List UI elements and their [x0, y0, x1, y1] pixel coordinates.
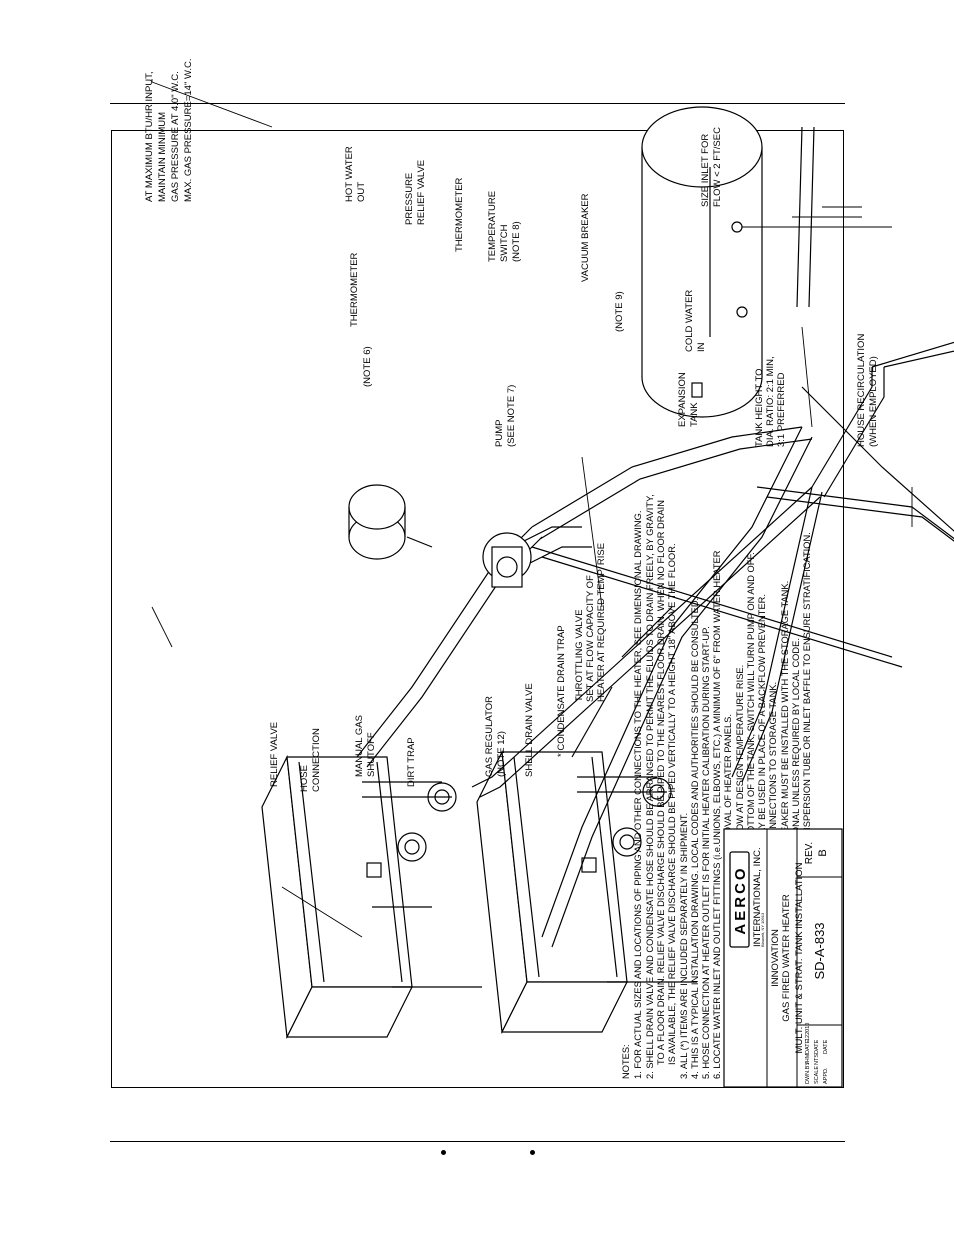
label-condensate-drain-trap: * CONDENSATE DRAIN TRAP: [556, 625, 567, 757]
note-line: 5. HOSE CONNECTION AT HEATER OUTLET IS F…: [701, 626, 711, 1079]
pump-body: [482, 532, 532, 588]
heater-unit-2: [476, 749, 697, 1035]
label-throttling-valve-1: THROTTLING VALVE: [574, 609, 585, 702]
label-pump-2: (SEE NOTE 7): [506, 385, 517, 447]
storage-tank-body: [641, 106, 763, 418]
label-hose-connection-2: CONNECTION: [311, 728, 322, 792]
date-value: 122010: [805, 1023, 811, 1041]
label-cold-water-in-1: COLD WATER: [684, 290, 695, 352]
label-thermometer-pipe: THERMOMETER: [349, 252, 360, 327]
product-name: INNOVATION: [770, 929, 781, 987]
gas-input-line-3: GAS PRESSURE AT 4.0" W.C.: [170, 71, 181, 202]
label-dirt-trap: DIRT TRAP: [406, 737, 417, 787]
note-line: 8. MOUNT TEMPERATURE SWITCH 1/3 UP FROM …: [746, 552, 756, 1079]
label-expansion-tank-1: EXPANSION: [677, 372, 688, 427]
drawing-desc-2: MULT. UNIT & STRAT. TANK INSTALLATION: [794, 862, 805, 1053]
hot-supply-piping: [471, 326, 954, 798]
label-note9: (NOTE 9): [614, 291, 625, 332]
top-rule: [110, 103, 845, 104]
label-thermometer-tank: THERMOMETER: [454, 177, 465, 252]
label-tank-height-2: DIA. RATIO: 2:1 MIN,: [765, 356, 776, 447]
drawing-art: [151, 79, 954, 1040]
drawing-number: SD-A-833: [812, 922, 827, 979]
label-manual-gas-shutoff-2: SHUTOFF: [366, 732, 377, 777]
company-name: INTERNATIONAL, INC.: [752, 847, 763, 947]
drawn-by-value: JHM: [805, 1053, 811, 1065]
note-line: IS AVAILABLE, THE RELIEF VALVE DISCHARGE…: [667, 543, 677, 1065]
label-relief-valve: RELIEF VALVE: [269, 722, 280, 787]
notes-heading: NOTES:: [621, 1044, 631, 1079]
label-temperature-switch-2: SWITCH: [499, 224, 510, 262]
label-temperature-switch-1: TEMPERATURE: [487, 191, 498, 262]
label-note6: (NOTE 6): [362, 346, 373, 387]
expansion-tank-body: [348, 484, 433, 560]
label-throttling-valve-2: SET AT FLOW CAPACITY OF: [585, 575, 596, 702]
note-line: TO A FLOOR DRAIN. RELIEF VALVE DISCHARGE…: [656, 500, 666, 1065]
label-pump-1: PUMP: [494, 420, 505, 447]
callout-labels: AT MAXIMUM BTU/HR INPUT, MAINTAIN MINIMU…: [144, 58, 879, 792]
leader-lines: [151, 79, 913, 938]
label-expansion-tank-2: TANK: [689, 402, 700, 427]
label-vacuum-breaker: VACUUM BREAKER: [580, 193, 591, 282]
company-address: Blauvelt, NY 10913: [760, 912, 765, 947]
gas-input-line-4: MAX. GAS PRESSURE=14" W.C.: [183, 58, 194, 202]
heater-unit-1: [261, 754, 482, 1040]
date-label: DATE: [805, 1039, 811, 1054]
label-hot-water-out-1: HOT WATER: [344, 146, 355, 202]
title-block: AERCO INTERNATIONAL, INC. Blauvelt, NY 1…: [723, 828, 843, 1088]
label-house-recirc-2: (WHEN EMPLOYED): [868, 356, 879, 447]
note-line: 3. ALL (*) ITEMS ARE INCLUDED SEPARATELY…: [679, 813, 689, 1079]
label-hose-connection-1: HOSE: [299, 765, 310, 792]
drawing-frame: [111, 130, 844, 1088]
scale-value: NTS: [814, 1054, 820, 1065]
label-hot-water-out-2: OUT: [356, 182, 367, 202]
label-cold-water-in-2: IN: [696, 342, 707, 352]
note-line: 13. STORAGE TANK MUST INCLUDE EITHER AN …: [802, 532, 812, 1079]
rev-value: B: [817, 849, 829, 856]
label-pressure-relief-valve-1: PRESSURE: [404, 173, 415, 225]
label-pressure-relief-valve-2: RELIEF VALVE: [416, 160, 427, 225]
rev-label: REV.: [804, 842, 815, 864]
note-line: 2. SHELL DRAIN VALVE AND CONDENSATE HOSE…: [645, 494, 655, 1079]
label-size-inlet-1: SIZE INLET FOR: [700, 134, 711, 207]
label-throttling-valve-3: HEATER AT REQUIRED TEMP. RISE: [596, 543, 607, 702]
drawn-by-label: DWN.BY: [805, 1062, 811, 1084]
note-line: 4. THIS IS A TYPICAL INSTALLATION DRAWIN…: [690, 598, 700, 1079]
label-manual-gas-shutoff-1: MANUAL GAS: [354, 715, 365, 777]
bottom-rule: [110, 1141, 845, 1142]
label-gas-regulator-2: (NOTE 12): [496, 731, 507, 777]
label-shell-drain-valve: SHELL DRAIN VALVE: [524, 683, 535, 777]
footer-bullet: [441, 1150, 446, 1155]
label-temperature-switch-3: (NOTE 8): [511, 221, 522, 262]
gas-input-line-1: AT MAXIMUM BTU/HR INPUT,: [144, 71, 155, 202]
scale-label: SCALE: [814, 1066, 820, 1084]
label-gas-regulator-1: GAS REGULATOR: [484, 696, 495, 777]
date-label-2: DATE: [814, 1039, 820, 1054]
label-size-inlet-2: FLOW < 2 FT/SEC: [712, 127, 723, 207]
label-house-recirc-1: HOUSE RECIRCULATION: [856, 334, 867, 447]
aerco-logo: AERCO: [732, 865, 749, 934]
note-line: 1. FOR ACTUAL SIZES AND LOCATIONS OF PIP…: [633, 511, 643, 1079]
footer-bullet: [530, 1150, 535, 1155]
gas-input-line-2: MAINTAIN MINIMUM: [157, 112, 168, 202]
drawing-desc-1: GAS FIRED WATER HEATER: [781, 894, 792, 1022]
approved-label: APPD.: [823, 1067, 829, 1084]
approved-date-label: DATE: [823, 1039, 829, 1054]
note-line: 6. LOCATE WATER INLET AND OUTLET FITTING…: [712, 550, 722, 1079]
label-tank-height-3: 3:1 PREFERRED: [776, 372, 787, 447]
label-tank-height-1: TANK HEIGHT TO: [754, 369, 765, 447]
